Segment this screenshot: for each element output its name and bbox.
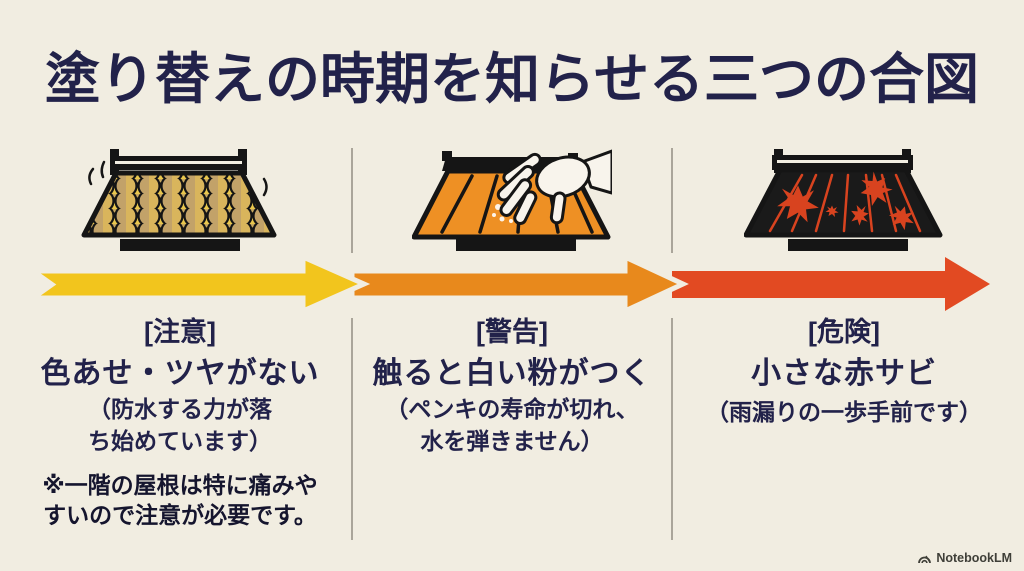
column-divider-1-bottom — [351, 318, 353, 540]
stage-detail-line: ち始めています） — [88, 428, 272, 454]
column-divider-1-top — [351, 148, 353, 253]
stage-detail-line: （ペンキの寿命が切れ、 — [385, 396, 639, 422]
stage-note-line: すいので注意が必要です。 — [43, 502, 317, 528]
stage-detail: （ペンキの寿命が切れ、 水を弾きません） — [354, 393, 670, 457]
stage-note-line: ※一階の屋根は特に痛みや — [42, 472, 318, 498]
column-divider-2-top — [671, 148, 673, 253]
hand-icon — [496, 149, 612, 226]
warning-arrow — [349, 253, 689, 315]
brand-label: NotebookLM — [936, 551, 1012, 565]
column-divider-2-bottom — [671, 318, 673, 540]
stage-label: [注意] — [144, 317, 216, 347]
stage-label: [警告] — [476, 317, 548, 347]
page-title: 塗り替えの時期を知らせる三つの合図 — [45, 48, 979, 110]
notebooklm-logo-icon — [918, 555, 932, 563]
wear-marks — [88, 160, 268, 197]
stage-detail: （雨漏りの一歩手前です） — [674, 396, 1014, 428]
faded-tile-roof-icon — [81, 149, 277, 251]
stage-warning-column: [警告] 触ると白い粉がつく （ペンキの寿命が切れ、 水を弾きません） — [354, 0, 670, 571]
stage-danger-column: [危険] 小さな赤サビ （雨漏りの一歩手前です） — [674, 0, 1014, 571]
stage-detail-line: （防水する力が落 — [88, 396, 272, 422]
stage-caution-column: [注意] 色あせ・ツヤがない （防水する力が落 ち始めています） ※一階の屋根は… — [10, 0, 350, 571]
caution-arrow — [25, 253, 371, 315]
stage-detail-line: （雨漏りの一歩手前です） — [706, 399, 982, 425]
rust-roof-icon — [744, 149, 943, 251]
stage-detail-line: 水を弾きません） — [420, 428, 604, 454]
stage-heading: 小さな赤サビ — [751, 357, 937, 390]
stage-note: ※一階の屋根は特に痛みや すいので注意が必要です。 — [10, 470, 350, 530]
danger-arrow — [672, 257, 990, 311]
stage-detail: （防水する力が落 ち始めています） — [10, 393, 350, 457]
stage-heading: 触ると白い粉がつく — [372, 357, 652, 390]
timeline-arrow-band — [25, 253, 990, 315]
stage-heading: 色あせ・ツヤがない — [40, 357, 320, 390]
brand-footer: NotebookLM — [917, 551, 1012, 565]
chalky-roof-hand-icon — [412, 149, 612, 251]
stage-label: [危険] — [808, 317, 880, 347]
